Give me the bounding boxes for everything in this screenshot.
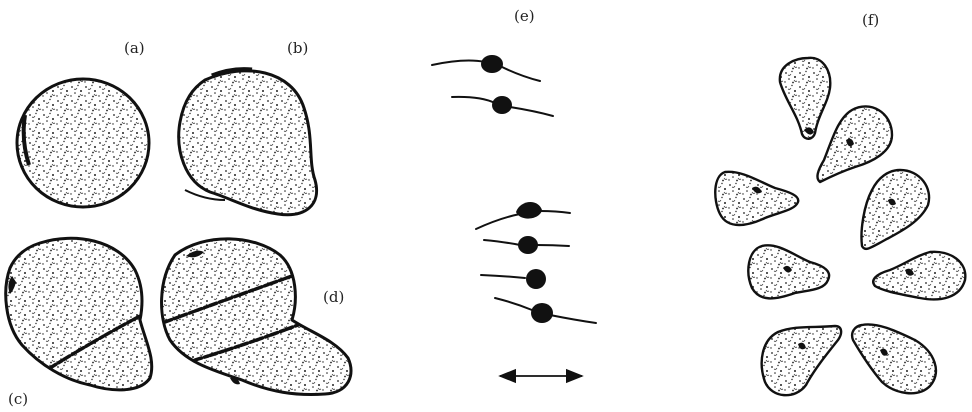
pear-cell [780, 58, 830, 139]
label-f: (f) [862, 11, 879, 29]
zoospore [432, 55, 540, 81]
zoospore [476, 202, 570, 229]
zoospore [484, 236, 569, 254]
cell-d [162, 239, 351, 395]
pear-cell [715, 172, 798, 225]
cell-c [6, 238, 152, 390]
cell-b [179, 70, 317, 215]
zoospore [495, 298, 596, 323]
pear-cell [762, 326, 841, 395]
zoospore [452, 96, 553, 116]
pear-cell [873, 252, 965, 300]
label-b: (b) [287, 39, 308, 57]
pear-cell [817, 106, 892, 182]
label-e: (e) [514, 7, 535, 25]
pear-cell [861, 170, 929, 249]
label-a: (a) [124, 39, 145, 57]
label-d: (d) [323, 288, 344, 306]
cell-ring-f [715, 58, 965, 395]
zoospore [481, 269, 546, 289]
zoospores-e [432, 55, 596, 376]
label-c: (c) [8, 390, 28, 408]
pear-cell [852, 324, 936, 393]
cell-a [17, 79, 149, 207]
